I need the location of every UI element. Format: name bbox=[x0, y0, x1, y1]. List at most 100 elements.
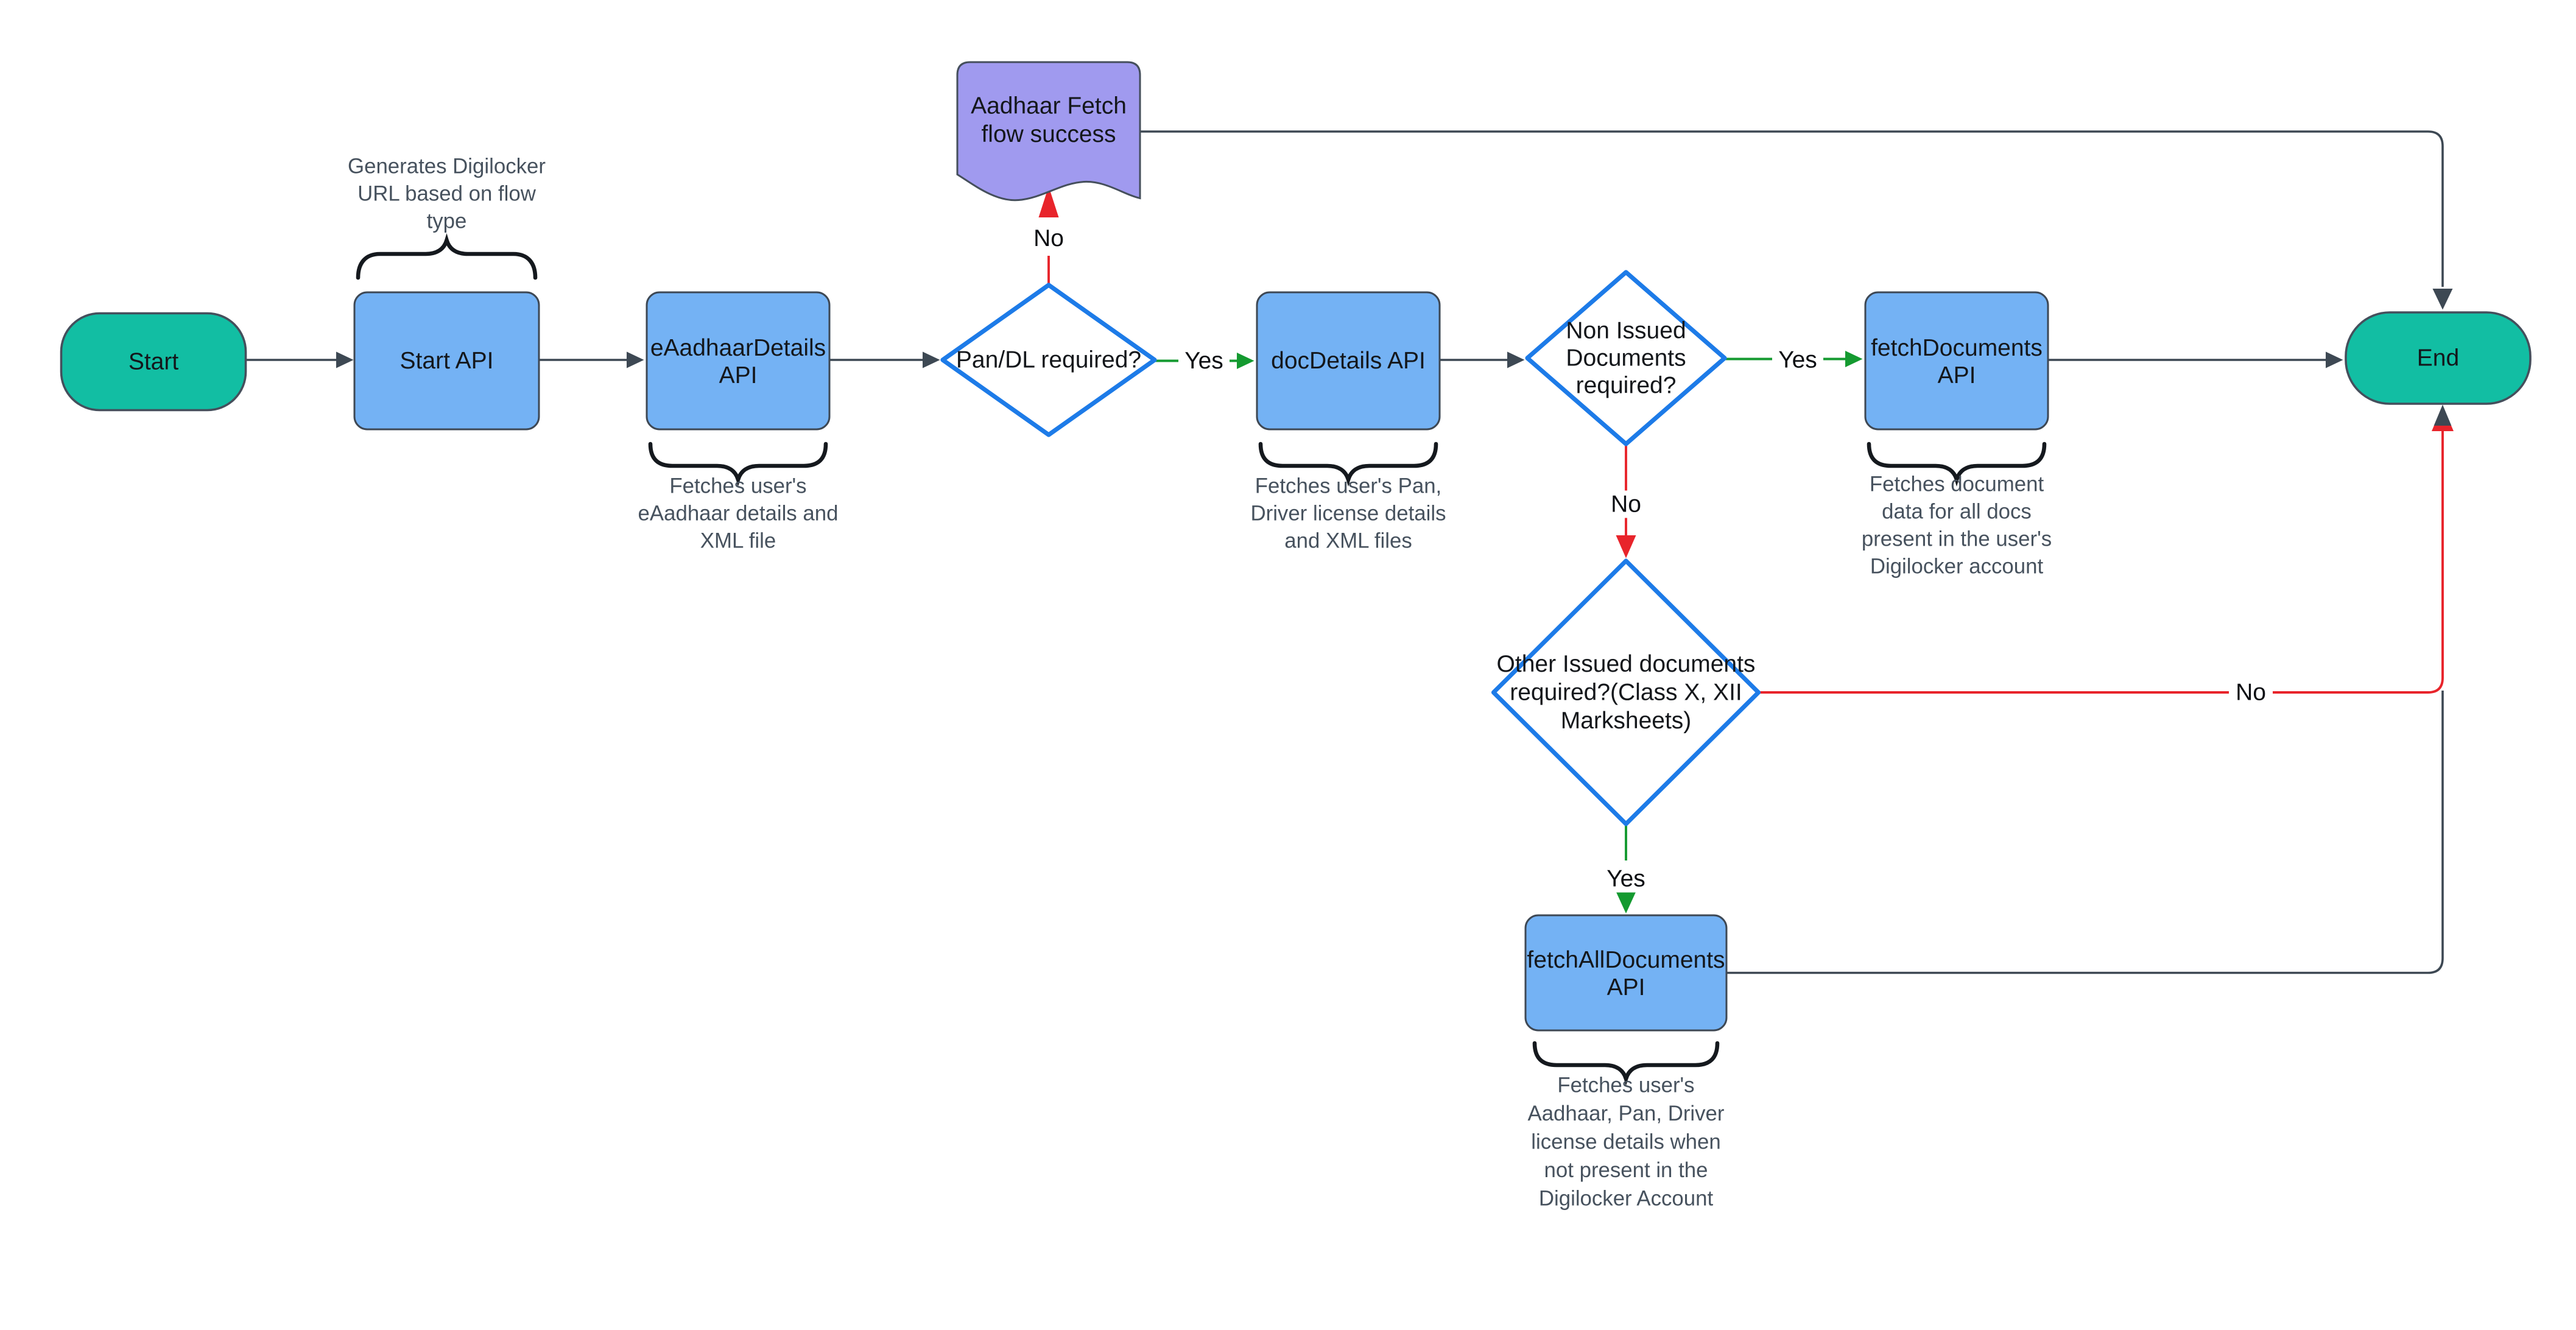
annotation-line: URL based on flow bbox=[357, 182, 537, 206]
edge-eaadhaar-to-pandl bbox=[829, 351, 940, 368]
eaadhaar-shape[interactable] bbox=[646, 291, 831, 431]
success-label-line1: Aadhaar Fetch bbox=[971, 93, 1127, 119]
start-api-shape[interactable] bbox=[353, 291, 540, 431]
aadhaar-fetch-success-note[interactable]: Aadhaar Fetch flow success bbox=[956, 61, 1141, 202]
fetch-documents-annotation: Fetches document data for all docs prese… bbox=[1862, 473, 2052, 579]
edge-pandl-yes: Yes bbox=[1155, 347, 1255, 375]
start-api-annotation: Generates Digilocker URL based on flow t… bbox=[348, 155, 546, 233]
curly-brace-fetch-documents bbox=[1867, 442, 2047, 487]
start-node[interactable]: Start bbox=[60, 312, 247, 412]
arrowhead bbox=[2326, 351, 2343, 368]
end-node[interactable]: End bbox=[2345, 311, 2532, 405]
edge-fetchdocs-to-end bbox=[2048, 351, 2343, 368]
annotation-line: eAadhaar details and bbox=[638, 502, 839, 526]
curly-brace-start-api bbox=[356, 233, 538, 280]
annotation-line: license details when bbox=[1531, 1130, 1720, 1154]
annotation-line: Fetches user's bbox=[669, 474, 806, 498]
connector-line bbox=[1140, 130, 2444, 287]
other-issued-label-line2: required?(Class X, XII bbox=[1510, 680, 1742, 706]
pan-dl-decision[interactable]: Pan/DL required? bbox=[940, 283, 1157, 437]
edge-start-to-startapi bbox=[245, 351, 354, 368]
start-api-label: Start API bbox=[400, 348, 494, 374]
fetch-all-documents-label-line2: API bbox=[1607, 974, 1645, 1001]
fetch-documents-api-node[interactable]: fetchDocuments API bbox=[1864, 291, 2049, 431]
other-issued-diamond[interactable] bbox=[1491, 558, 1761, 826]
start-label: Start bbox=[128, 349, 179, 375]
edge-label-bg bbox=[1178, 347, 1230, 375]
edge-otherissued-yes: Yes bbox=[1600, 824, 1652, 913]
annotation-line: and XML files bbox=[1284, 529, 1412, 553]
pan-dl-diamond[interactable] bbox=[940, 283, 1157, 437]
doc-details-api-node[interactable]: docDetails API bbox=[1256, 291, 1441, 431]
non-issued-diamond[interactable] bbox=[1525, 270, 1727, 446]
annotation-line: Digilocker account bbox=[1870, 555, 2044, 579]
no-label: No bbox=[1611, 491, 1641, 518]
annotation-line: Digilocker Account bbox=[1539, 1187, 1714, 1211]
edge-startapi-to-eaadhaar bbox=[539, 351, 644, 368]
no-label: No bbox=[2236, 680, 2266, 706]
edge-fetchalldocs-to-end bbox=[1726, 691, 2444, 974]
arrowhead bbox=[1616, 535, 1636, 558]
eaadhaar-label-line1: eAadhaarDetails bbox=[650, 335, 826, 361]
eaadhaar-annotation: Fetches user's eAadhaar details and XML … bbox=[638, 474, 839, 553]
eaadhaar-details-api-node[interactable]: eAadhaarDetails API bbox=[646, 291, 831, 431]
edge-label-bg bbox=[1600, 865, 1652, 893]
pan-dl-label: Pan/DL required? bbox=[956, 347, 1141, 373]
non-issued-label-line1: Non Issued bbox=[1566, 318, 1686, 344]
edge-pandl-no: No bbox=[1029, 186, 1069, 285]
success-flag-shape[interactable] bbox=[956, 61, 1141, 202]
fetch-all-documents-label-line1: fetchAllDocuments bbox=[1527, 947, 1725, 973]
edge-label-bg bbox=[2229, 678, 2273, 706]
arrowhead bbox=[1237, 353, 1255, 369]
edge-label-bg bbox=[1029, 225, 1069, 252]
annotation-line: XML file bbox=[700, 529, 776, 553]
end-shape[interactable] bbox=[2345, 311, 2532, 405]
curly-brace-doc-details bbox=[1258, 442, 1438, 487]
eaadhaar-label-line2: API bbox=[719, 362, 758, 389]
edge-nonissued-no: No bbox=[1606, 444, 1646, 558]
connector-line bbox=[1758, 431, 2444, 694]
start-api-node[interactable]: Start API bbox=[353, 291, 540, 431]
curly-brace-eaadhaar bbox=[648, 442, 828, 487]
doc-details-shape[interactable] bbox=[1256, 291, 1441, 431]
non-issued-decision[interactable]: Non Issued Documents required? bbox=[1525, 270, 1727, 446]
annotation-line: Fetches user's bbox=[1557, 1074, 1694, 1097]
annotation-line: Generates Digilocker bbox=[348, 155, 546, 178]
annotation-line: data for all docs bbox=[1882, 500, 2032, 524]
arrowhead-overlay bbox=[2433, 404, 2452, 426]
doc-details-annotation: Fetches user's Pan, Driver license detai… bbox=[1250, 474, 1446, 553]
fetch-all-documents-shape[interactable] bbox=[1524, 914, 1728, 1032]
connector-line bbox=[1726, 691, 2444, 974]
start-shape[interactable] bbox=[60, 312, 247, 412]
edge-docdetails-to-nonissued bbox=[1440, 351, 1525, 368]
fetch-documents-label-line2: API bbox=[1938, 362, 1976, 389]
annotation-line: Fetches user's Pan, bbox=[1255, 474, 1441, 498]
annotation-line: Aadhaar, Pan, Driver bbox=[1527, 1102, 1724, 1125]
arrowhead bbox=[2432, 289, 2453, 310]
fetch-all-documents-api-node[interactable]: fetchAllDocuments API bbox=[1524, 914, 1728, 1032]
yes-label: Yes bbox=[1778, 347, 1817, 373]
doc-details-label: docDetails API bbox=[1271, 348, 1426, 374]
other-issued-label-line3: Marksheets) bbox=[1561, 708, 1692, 734]
no-label: No bbox=[1033, 225, 1064, 252]
curly-brace-fetch-all-documents bbox=[1532, 1041, 1720, 1086]
fetch-documents-shape[interactable] bbox=[1864, 291, 2049, 431]
arrowhead bbox=[627, 351, 644, 368]
non-issued-label-line3: required? bbox=[1576, 373, 1677, 399]
annotation-line: Driver license details bbox=[1250, 502, 1446, 526]
non-issued-label-line2: Documents bbox=[1566, 345, 1686, 371]
arrowhead bbox=[1616, 892, 1636, 913]
edge-label-bg bbox=[1606, 490, 1646, 518]
arrowhead bbox=[1845, 351, 1863, 367]
other-issued-decision[interactable]: Other Issued documents required?(Class X… bbox=[1491, 558, 1761, 826]
arrowhead bbox=[336, 351, 354, 368]
edge-label-bg bbox=[1772, 346, 1823, 374]
arrowhead bbox=[1507, 351, 1525, 368]
fetch-documents-label-line1: fetchDocuments bbox=[1871, 335, 2043, 361]
arrowhead bbox=[923, 351, 940, 368]
annotation-line: not present in the bbox=[1544, 1158, 1708, 1182]
annotation-line: type bbox=[427, 209, 467, 233]
edge-otherissued-no: No bbox=[1758, 404, 2454, 706]
